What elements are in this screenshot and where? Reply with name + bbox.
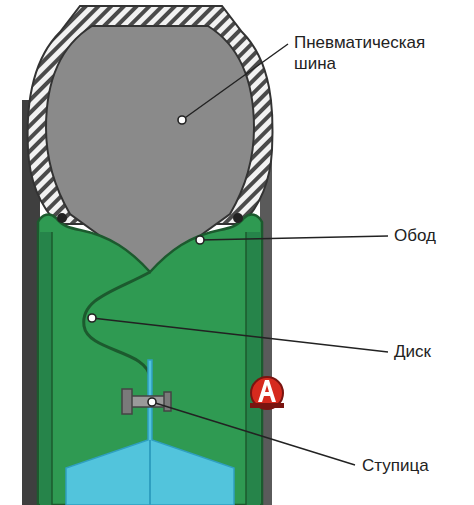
leader-lines (92, 44, 388, 465)
logo-mark (250, 377, 284, 409)
bolt-head (122, 389, 132, 414)
rim-band (246, 232, 260, 505)
hub (66, 360, 234, 505)
part-label: Ступица (362, 455, 470, 476)
rim-band (40, 232, 52, 505)
tire-bead (233, 213, 243, 223)
part-label: Обод (394, 225, 470, 246)
rim (38, 215, 262, 505)
part-label: Пневматическая шина (294, 32, 466, 74)
leader-dots (88, 116, 204, 406)
tire-bead (57, 213, 67, 223)
part-label: Диск (394, 341, 470, 362)
